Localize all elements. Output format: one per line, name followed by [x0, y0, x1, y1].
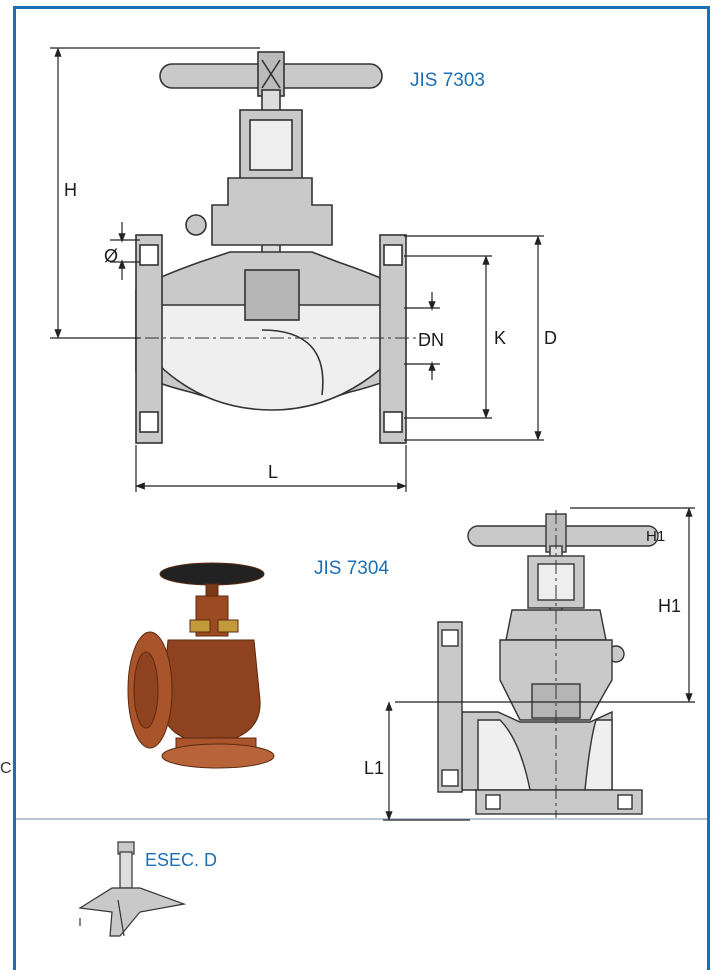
esec-d-thumbnail-drawing: [78, 841, 187, 937]
dimension-label-d: D: [544, 328, 557, 348]
model-label-jis7303: JIS 7303: [410, 70, 485, 91]
edge-letter: C: [0, 760, 12, 777]
page-frame: [13, 6, 710, 970]
dimension-label-l: L: [268, 462, 279, 482]
dimension-label-diameter: Ø: [104, 246, 119, 266]
angle-valve-section-drawing: [437, 510, 659, 818]
dimension-label-h1-handwheel: H1: [646, 528, 666, 545]
dimension-label-dn: DN: [418, 330, 444, 350]
globe-valve-dimension-lines: [50, 47, 544, 492]
model-label-jis7304: JIS 7304: [314, 558, 389, 579]
angle-valve-photo: [127, 562, 275, 769]
dimension-label-h: H: [64, 180, 77, 200]
globe-valve-section-drawing: [120, 51, 430, 444]
dimension-label-h1: H1: [658, 596, 682, 616]
section-divider: [16, 818, 707, 820]
angle-valve-dimension-lines: [383, 507, 695, 821]
dimension-label-l1: L1: [364, 758, 385, 778]
section-label-esec-d: ESEC. D: [145, 850, 218, 870]
dimension-label-k: K: [494, 328, 507, 348]
